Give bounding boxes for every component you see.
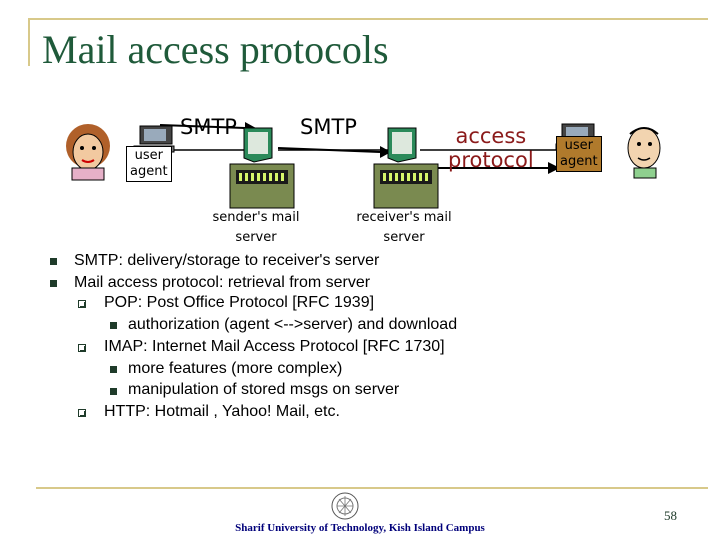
list-item: HTTP: Hotmail , Yahoo! Mail, etc. [104,403,340,420]
man-user-icon [627,127,661,179]
sender-label-line2: server [235,230,277,245]
bullet-marker [110,366,117,373]
sub-bullet-marker [78,409,86,417]
sub-bullet-marker [78,300,86,308]
ua-right-line1: user [564,138,593,153]
frame-left-rule [28,18,30,66]
list-item: more features (more complex) [128,360,343,377]
smtp-label-1: SMTP [180,115,237,139]
access-label-line1: access [455,124,527,148]
sub-bullet-marker [78,344,86,352]
receiver-label-line2: server [383,230,425,245]
smtp-label-2: SMTP [300,115,357,139]
mail-server-icon [229,127,295,209]
arrow-receiver-to-ua [430,162,560,174]
ua-right-line2: agent [560,154,598,169]
sender-label-line1: sender's mail [212,210,300,225]
list-item: POP: Post Office Protocol [RFC 1939] [104,294,375,311]
sender-server-label: sender's mail server [198,208,314,248]
list-item: SMTP: delivery/storage to receiver's ser… [74,252,380,269]
receiver-label-line1: receiver's mail [356,210,452,225]
university-logo-icon [331,492,359,520]
computer-icon [133,125,175,153]
footer-text: Sharif University of Technology, Kish Is… [235,522,485,534]
bullet-marker [110,388,117,395]
receiver-server-label: receiver's mail server [340,208,468,248]
mail-diagram [66,122,661,209]
list-item: IMAP: Internet Mail Access Protocol [RFC… [104,338,445,355]
woman-user-icon [66,124,110,181]
slide-title: Mail access protocols [42,27,389,72]
user-agent-right-box: user agent [556,136,602,172]
bullet-marker [50,258,57,265]
access-label-line2: protocol [448,148,534,172]
footer-rule [36,487,708,489]
list-item: Mail access protocol: retrieval from ser… [74,274,371,291]
frame-top-rule [28,18,708,20]
mail-server-icon [373,127,439,209]
access-protocol-label: access protocol [448,124,534,172]
ua-left-line2: agent [130,164,168,179]
bullet-marker [50,280,57,287]
arrow-sender-to-receiver [277,146,391,158]
bullet-marker [110,322,117,329]
page-number: 58 [664,508,677,523]
list-item: manipulation of stored msgs on server [128,381,400,398]
ua-left-line1: user [134,148,163,163]
user-agent-left-box: user agent [126,146,172,182]
list-item: authorization (agent <-->server) and dow… [128,316,458,333]
